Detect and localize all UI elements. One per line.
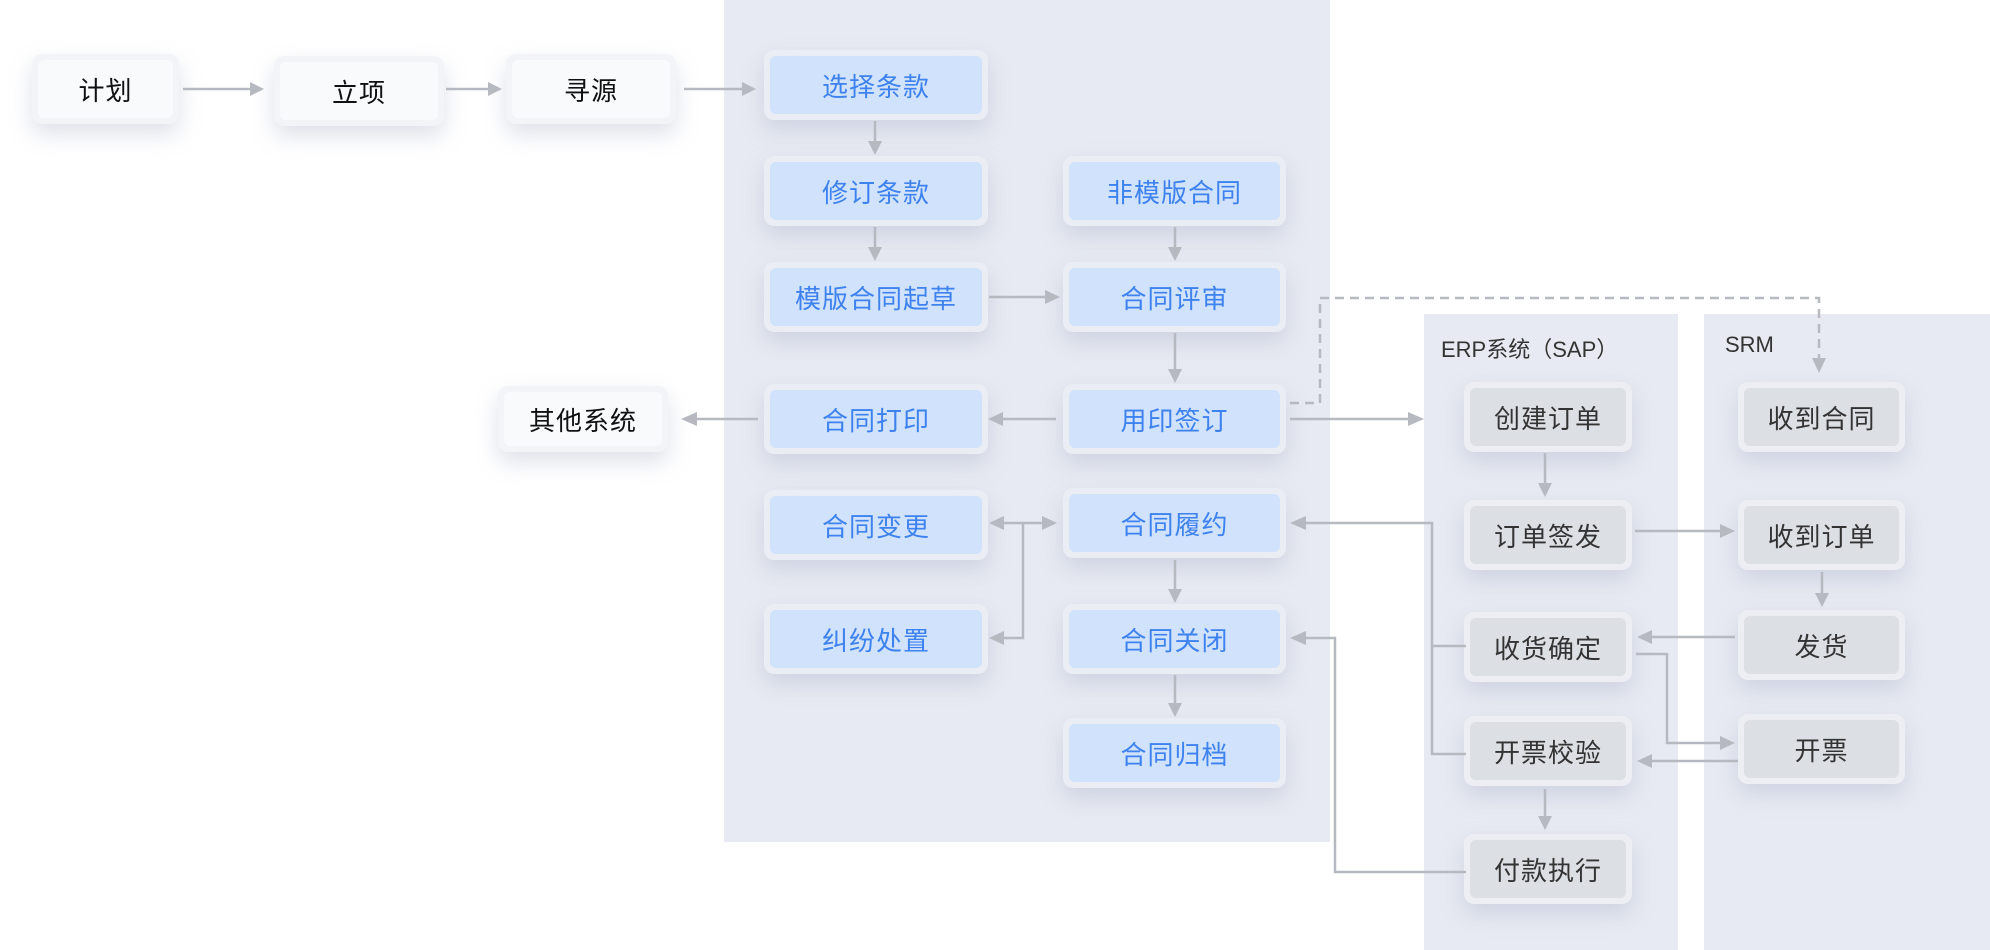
- node-receipt-confirm[interactable]: 收货确定: [1464, 612, 1632, 682]
- node-label: 订单签发: [1470, 506, 1626, 564]
- node-contract-review[interactable]: 合同评审: [1063, 262, 1286, 332]
- node-contract-archive[interactable]: 合同归档: [1063, 718, 1286, 788]
- node-label: 立项: [280, 62, 438, 120]
- srm-panel-title: SRM: [1725, 332, 1774, 357]
- node-label: 开票: [1744, 720, 1899, 778]
- node-ship[interactable]: 发货: [1738, 610, 1905, 680]
- node-label: 收到合同: [1744, 388, 1899, 446]
- node-contract-performance[interactable]: 合同履约: [1063, 488, 1286, 558]
- node-other-systems[interactable]: 其他系统: [498, 386, 668, 452]
- node-label: 发货: [1744, 616, 1899, 674]
- node-sourcing[interactable]: 寻源: [506, 54, 676, 124]
- node-contract-print[interactable]: 合同打印: [764, 384, 988, 454]
- node-label: 修订条款: [770, 162, 982, 220]
- node-label: 收货确定: [1470, 618, 1626, 676]
- node-label: 其他系统: [504, 392, 662, 446]
- edge-plan-project: [183, 82, 264, 96]
- node-label: 创建订单: [1470, 388, 1626, 446]
- node-revise-terms[interactable]: 修订条款: [764, 156, 988, 226]
- node-label: 合同关闭: [1069, 610, 1280, 668]
- node-contract-close[interactable]: 合同关闭: [1063, 604, 1286, 674]
- node-label: 合同归档: [1069, 724, 1280, 782]
- node-non-template-contract[interactable]: 非模版合同: [1063, 156, 1286, 226]
- node-label: 非模版合同: [1069, 162, 1280, 220]
- node-issue-order[interactable]: 订单签发: [1464, 500, 1632, 570]
- node-invoice[interactable]: 开票: [1738, 714, 1905, 784]
- node-label: 开票校验: [1470, 722, 1626, 780]
- node-label: 纠纷处置: [770, 610, 982, 668]
- node-label: 模版合同起草: [770, 268, 982, 326]
- node-label: 选择条款: [770, 56, 982, 114]
- node-label: 收到订单: [1744, 506, 1899, 564]
- node-contract-change[interactable]: 合同变更: [764, 490, 988, 560]
- node-select-terms[interactable]: 选择条款: [764, 50, 988, 120]
- node-label: 合同变更: [770, 496, 982, 554]
- node-label: 用印签订: [1069, 390, 1280, 448]
- node-invoice-verify[interactable]: 开票校验: [1464, 716, 1632, 786]
- node-label: 寻源: [512, 60, 670, 118]
- node-create-order[interactable]: 创建订单: [1464, 382, 1632, 452]
- node-label: 计划: [38, 60, 173, 118]
- node-label: 合同打印: [770, 390, 982, 448]
- erp-panel-title: ERP系统（SAP）: [1441, 337, 1619, 362]
- node-dispute-handling[interactable]: 纠纷处置: [764, 604, 988, 674]
- node-receive-order[interactable]: 收到订单: [1738, 500, 1905, 570]
- node-project[interactable]: 立项: [274, 56, 444, 126]
- edge-project-sourcing: [446, 82, 502, 96]
- node-receive-contract[interactable]: 收到合同: [1738, 382, 1905, 452]
- node-label: 付款执行: [1470, 840, 1626, 898]
- node-template-draft[interactable]: 模版合同起草: [764, 262, 988, 332]
- node-payment[interactable]: 付款执行: [1464, 834, 1632, 904]
- node-seal-sign[interactable]: 用印签订: [1063, 384, 1286, 454]
- node-label: 合同评审: [1069, 268, 1280, 326]
- node-plan[interactable]: 计划: [32, 54, 179, 124]
- node-label: 合同履约: [1069, 494, 1280, 552]
